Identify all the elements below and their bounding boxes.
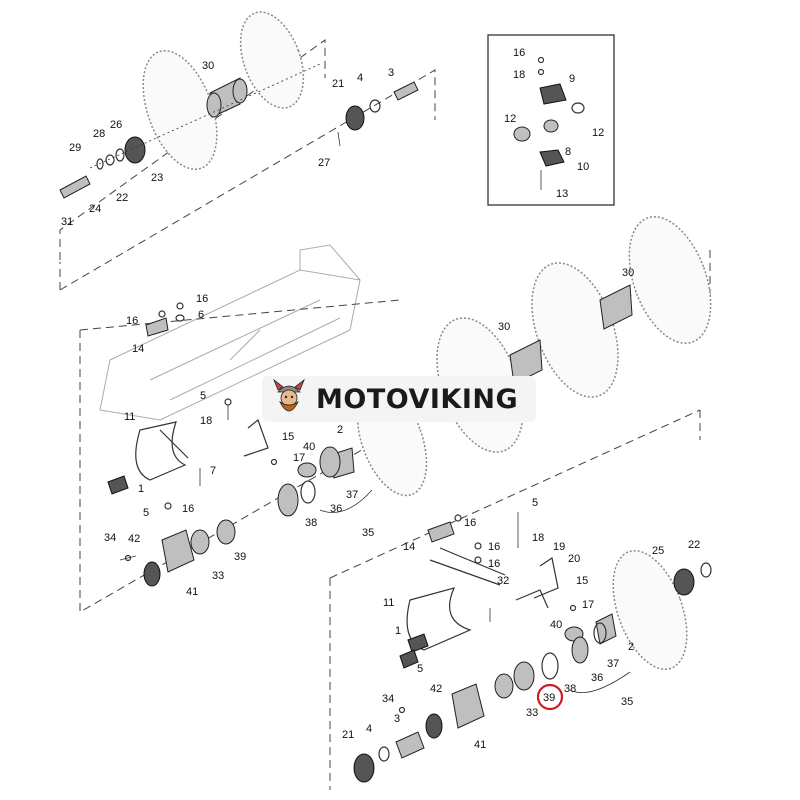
callout-label: 42 [128,533,140,545]
callout-label: 36 [591,672,603,684]
middle-callouts: 16 16 6 14 30 30 5 18 11 15 2 17 40 7 1 … [104,267,634,598]
upper-blade-assembly [59,11,419,199]
callout-label: 31 [61,216,73,228]
callout-label: 12 [504,113,516,125]
middle-blade-assembly [329,216,712,497]
callout-label: 14 [403,541,415,553]
callout-label: 40 [550,619,562,631]
callout-label: 16 [513,47,525,59]
highlight-ring [536,683,564,711]
callout-label: 9 [569,73,575,85]
callout-label: 37 [346,489,358,501]
callout-label: 16 [464,517,476,529]
brand-name: MOTOVIKING [316,383,519,415]
callout-label: 10 [577,161,589,173]
callout-label: 16 [182,503,194,515]
middle-hardware [107,302,341,587]
callout-label: 16 [196,293,208,305]
callout-label: 15 [282,431,294,443]
callout-label: 12 [592,127,604,139]
callout-label: 8 [565,146,571,158]
lower-blade-assembly [593,549,712,671]
callout-label: 37 [607,658,619,670]
callout-label: 18 [532,532,544,544]
callout-label: 2 [337,424,343,436]
callout-label: 6 [198,309,204,321]
lower-assembly-frame [329,409,701,790]
callout-label: 33 [212,570,224,582]
brand-banner: MOTOVIKING [262,376,536,422]
callout-label: 11 [383,597,394,609]
callout-label: 16 [488,541,500,553]
callout-label: 39 [234,551,246,563]
lower-callouts: 5 16 18 14 16 19 20 16 25 22 32 15 11 17… [342,497,700,751]
callout-label: 13 [556,188,568,200]
detail-inset: 16 18 9 12 12 8 10 13 [487,34,615,206]
viking-mascot-icon [273,378,305,412]
highlight-label: 39 [543,692,555,704]
callout-label: 30 [622,267,634,279]
callout-label: 17 [582,599,594,611]
callout-label: 24 [89,203,101,215]
callout-label: 18 [513,69,525,81]
highlight-callout-39[interactable]: 39 [536,683,564,711]
callout-label: 29 [69,142,81,154]
callout-label: 33 [526,707,538,719]
callout-label: 38 [564,683,576,695]
callout-label: 27 [318,157,330,169]
callout-label: 28 [93,128,105,140]
lower-hardware [353,512,589,783]
callout-label: 2 [628,641,634,653]
callout-label: 4 [357,72,363,84]
callout-label: 42 [430,683,442,695]
callout-label: 34 [382,693,394,705]
callout-label: 20 [568,553,580,565]
callout-label: 3 [394,713,400,725]
callout-label: 1 [138,483,144,495]
callout-label: 26 [110,119,122,131]
callout-label: 19 [553,541,565,553]
callout-label: 41 [474,739,486,751]
chassis-frame [99,244,361,421]
callout-label: 5 [200,390,206,402]
callout-label: 32 [497,575,509,587]
callout-label: 17 [293,452,305,464]
callout-label: 21 [332,78,344,90]
callout-label: 34 [104,532,116,544]
callout-label: 22 [116,192,128,204]
callout-label: 35 [621,696,633,708]
callout-label: 21 [342,729,354,741]
callout-label: 25 [652,545,664,557]
callout-label: 40 [303,441,315,453]
callout-label: 38 [305,517,317,529]
callout-label: 30 [498,321,510,333]
callout-label: 22 [688,539,700,551]
callout-label: 1 [395,625,401,637]
callout-label: 18 [200,415,212,427]
callout-label: 11 [124,411,135,423]
callout-label: 16 [488,558,500,570]
callout-label: 14 [132,343,144,355]
callout-label: 4 [366,723,372,735]
upper-assembly-frame [59,39,436,291]
callout-label: 16 [126,315,138,327]
callout-label: 5 [143,507,149,519]
callout-label: 23 [151,172,163,184]
upper-callouts: 30 21 4 3 29 28 26 22 23 24 31 27 [61,60,394,228]
callout-label: 3 [388,67,394,79]
callout-label: 30 [202,60,214,72]
callout-label: 36 [330,503,342,515]
callout-label: 15 [576,575,588,587]
callout-label: 5 [532,497,538,509]
callout-label: 7 [210,465,216,477]
callout-label: 5 [417,663,423,675]
callout-label: 35 [362,527,374,539]
callout-label: 41 [186,586,198,598]
